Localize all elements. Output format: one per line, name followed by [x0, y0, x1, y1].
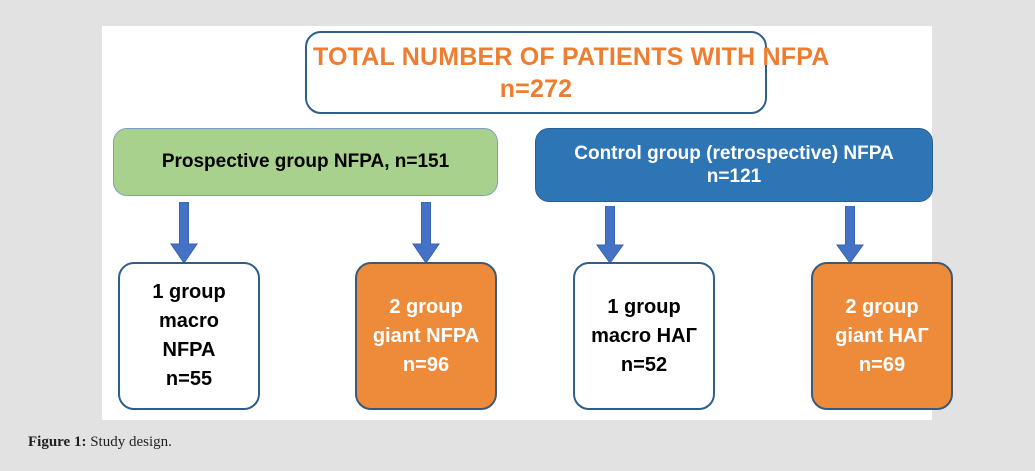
node-macro-nfpa: 1 group macro NFPA n=55 [118, 262, 260, 410]
node-total-patients-text: TOTAL NUMBER OF PATIENTS WITH NFPA n=272 [307, 41, 830, 105]
arrow-down-icon-prospective-to-giant-nfpa [412, 202, 440, 264]
figure-panel: TOTAL NUMBER OF PATIENTS WITH NFPA n=272… [102, 26, 953, 420]
node-giant-nfpa: 2 group giant NFPA n=96 [355, 262, 497, 410]
node-macro-hag-line1: 1 group [607, 295, 681, 318]
node-control-group-line2: n=121 [706, 166, 762, 187]
node-macro-nfpa-text: 1 group macro NFPA n=55 [120, 278, 258, 394]
node-giant-nfpa-line1: 2 group [389, 295, 463, 318]
node-giant-hag-text: 2 group giant НАГ n=69 [813, 293, 951, 380]
node-giant-hag-line1: 2 group [845, 295, 919, 318]
node-prospective-group-text: Prospective group NFPA, n=151 [114, 151, 497, 173]
node-total-patients-line1: TOTAL NUMBER OF PATIENTS WITH NFPA [313, 42, 830, 71]
node-giant-hag-line3: n=69 [858, 353, 906, 376]
figure-caption-text: Study design. [86, 434, 172, 450]
node-macro-nfpa-line4: n=55 [165, 368, 213, 390]
node-macro-hag-text: 1 group macro НАГ n=52 [575, 293, 713, 380]
node-control-group-text: Control group (retrospective) NFPA n=121 [536, 142, 932, 188]
node-giant-nfpa-line3: n=96 [402, 353, 450, 376]
figure-caption-label: Figure 1: [28, 434, 87, 450]
node-giant-hag-line2: giant НАГ [835, 324, 929, 347]
arrow-down-icon-control-to-giant-hag [836, 206, 864, 268]
node-macro-nfpa-line2: macro [158, 310, 220, 332]
node-macro-hag: 1 group macro НАГ n=52 [573, 262, 715, 410]
node-prospective-group-line1: Prospective group NFPA, n=151 [161, 150, 450, 172]
node-control-group-line1: Control group (retrospective) NFPA [574, 142, 894, 164]
node-macro-hag-line3: n=52 [620, 353, 668, 376]
node-giant-nfpa-text: 2 group giant NFPA n=96 [357, 293, 495, 380]
arrow-down-icon-prospective-to-macro-nfpa [170, 202, 198, 264]
node-giant-hag: 2 group giant НАГ n=69 [811, 262, 953, 410]
figure-caption: Figure 1: Study design. [28, 434, 172, 451]
node-macro-hag-line2: macro НАГ [591, 324, 697, 347]
node-total-patients-line2: n=272 [499, 74, 573, 103]
node-control-group: Control group (retrospective) NFPA n=121 [535, 128, 933, 202]
arrow-down-icon-control-to-macro-hag [596, 206, 624, 268]
node-prospective-group: Prospective group NFPA, n=151 [113, 128, 498, 196]
node-total-patients: TOTAL NUMBER OF PATIENTS WITH NFPA n=272 [305, 31, 830, 114]
node-giant-nfpa-line2: giant NFPA [372, 324, 480, 347]
node-macro-nfpa-line1: 1 group [152, 281, 226, 303]
node-macro-nfpa-line3: NFPA [162, 339, 216, 361]
